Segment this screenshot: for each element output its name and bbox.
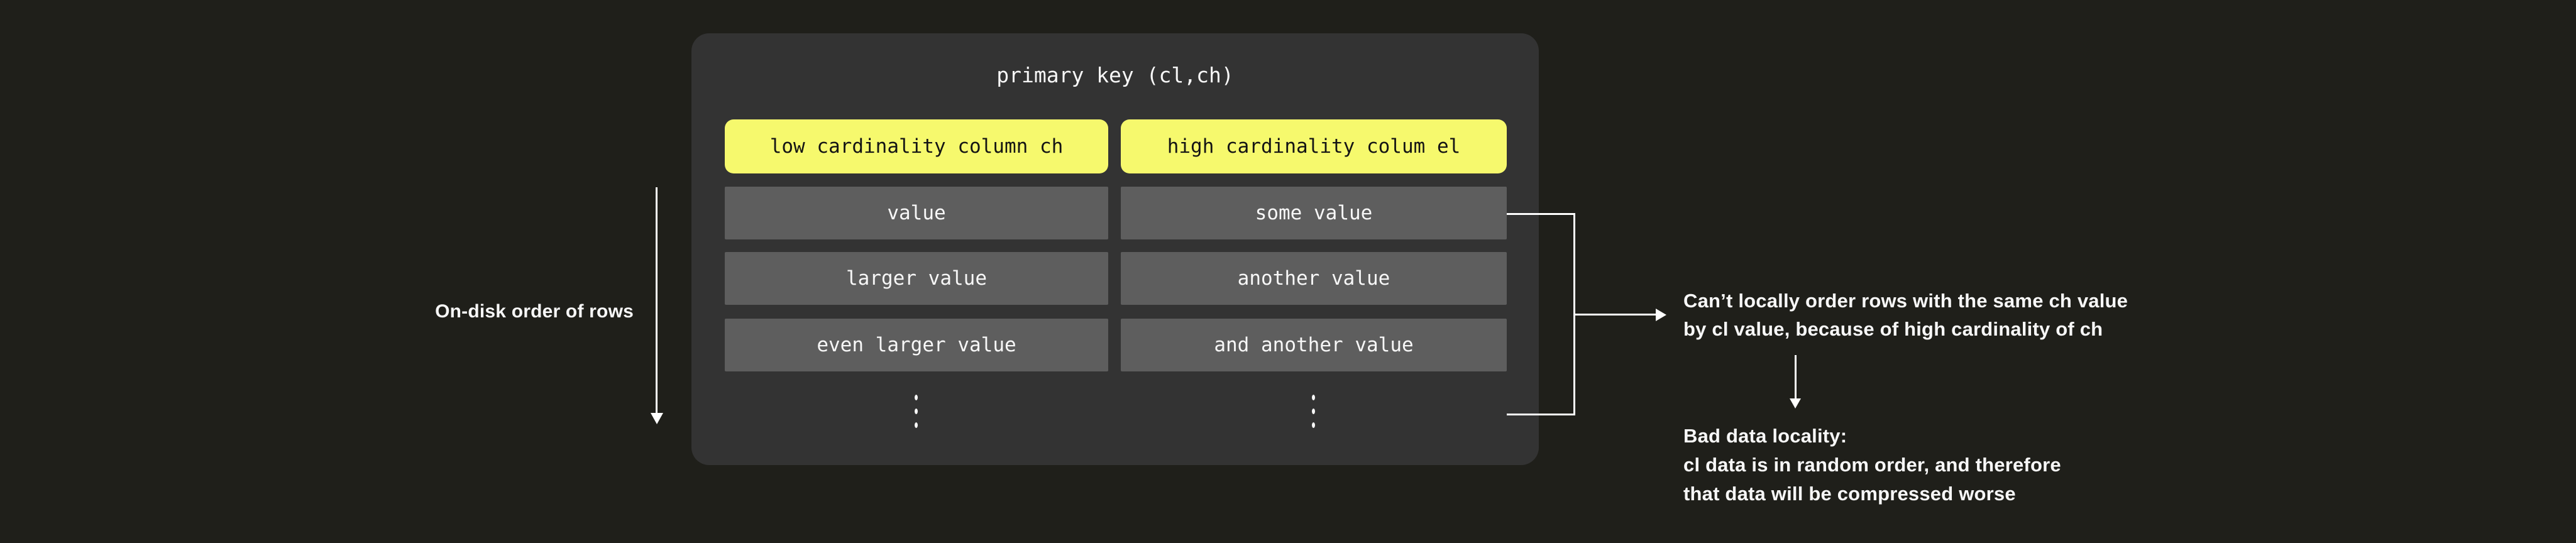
dot — [1312, 409, 1315, 414]
bad-locality-note: Bad data locality: cl data is in random … — [1683, 422, 2061, 508]
down-arrow-shaft — [656, 187, 658, 413]
note-line: Bad data locality: — [1683, 425, 1847, 447]
column-header-low-cardinality: low cardinality column ch — [725, 119, 1108, 173]
dot — [915, 409, 918, 414]
column-header-high-cardinality: high cardinality colum el — [1121, 119, 1507, 173]
note-line: Can’t locally order rows with the same c… — [1683, 290, 2128, 312]
note-line: that data will be compressed worse — [1683, 483, 2016, 505]
bracket-bottom-line — [1507, 414, 1575, 415]
right-arrow-shaft — [1575, 314, 1656, 315]
table-cell: some value — [1121, 187, 1507, 239]
table-cell: another value — [1121, 252, 1507, 305]
down-arrow-icon — [651, 413, 663, 424]
dot — [915, 422, 918, 428]
note-line: cl data is in random order, and therefor… — [1683, 454, 2061, 476]
down-arrow-shaft — [1795, 355, 1797, 398]
on-disk-order-label: On-disk order of rows — [435, 301, 634, 322]
down-arrow-icon — [1790, 398, 1801, 409]
dot — [1312, 422, 1315, 428]
table-cell: larger value — [725, 252, 1108, 305]
dot — [915, 395, 918, 400]
primary-key-panel: primary key (cl,ch) low cardinality colu… — [691, 33, 1539, 465]
right-arrow-icon — [1656, 309, 1666, 321]
panel-title: primary key (cl,ch) — [996, 63, 1234, 87]
dot — [1312, 395, 1315, 400]
ellipsis-dots — [915, 395, 918, 428]
table-cell: even larger value — [725, 319, 1108, 371]
note-line: by cl value, because of high cardinality… — [1683, 318, 2103, 340]
bracket-vertical-line — [1573, 213, 1575, 415]
bracket-top-line — [1507, 213, 1575, 215]
cant-order-note: Can’t locally order rows with the same c… — [1683, 287, 2128, 343]
ellipsis-dots — [1312, 395, 1315, 428]
table-cell: and another value — [1121, 319, 1507, 371]
table-cell: value — [725, 187, 1108, 239]
